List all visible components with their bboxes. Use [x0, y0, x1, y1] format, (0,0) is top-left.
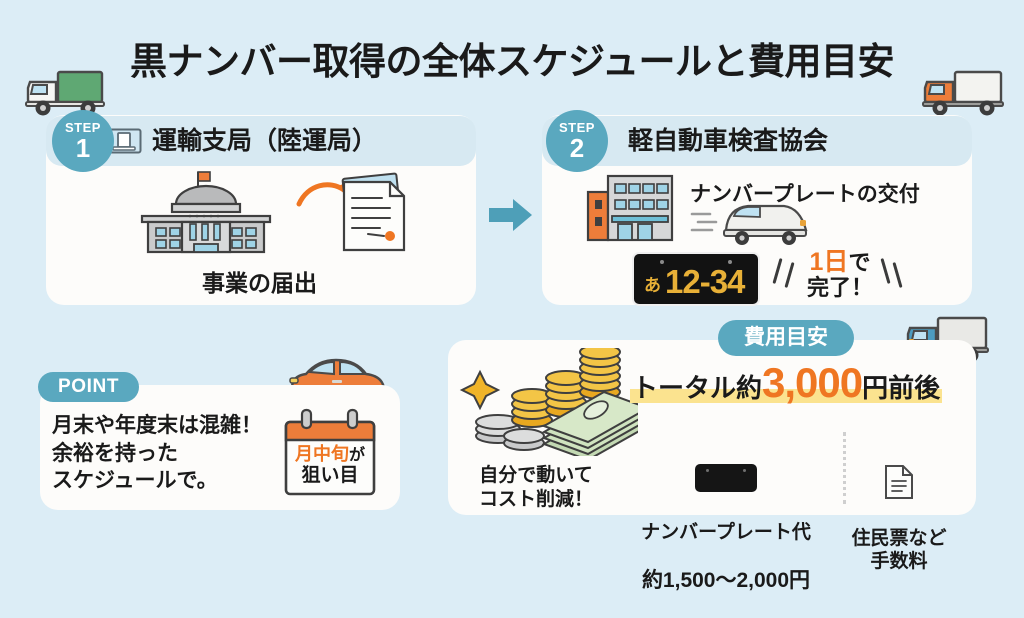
step-flow-arrow-icon	[489, 199, 532, 231]
government-document-icon	[106, 128, 142, 154]
step1-badge-number: 1	[75, 133, 91, 163]
cost-total-prefix: トータル約	[632, 373, 763, 403]
documents-icon	[341, 172, 406, 252]
cost-column-2: ナンバープレート代 約1,500〜2,000円	[616, 440, 836, 618]
step1-caption: 事業の届出	[202, 270, 317, 296]
government-building-icon	[140, 171, 272, 254]
inspection-office-building-icon	[586, 174, 674, 242]
title-row: 黒ナンバー取得の全体スケジュールと費用目安	[0, 26, 1024, 116]
one-day-number: 1日	[809, 248, 849, 276]
calendar-icon: 月中旬が 狙い目	[278, 408, 382, 500]
cost-badge: 費用目安	[718, 320, 854, 356]
cost-column-1: 自分で動いて コスト削減！	[456, 440, 616, 535]
step2-badge-number: 2	[569, 133, 585, 163]
one-day-complete: 完了！	[806, 275, 873, 300]
step1-header-band: 運輸支局（陸運局）	[46, 116, 476, 166]
step2-title: 軽自動車検査協会	[628, 126, 829, 155]
one-day-suffix: で	[848, 250, 871, 275]
step2-badge: STEP 2	[546, 110, 608, 172]
cost-column-2-amount: 約1,500〜2,000円	[641, 569, 811, 592]
step1-badge-word: STEP	[65, 120, 101, 135]
cost-total: トータル約3,000円前後	[630, 359, 943, 406]
step2-sub-label: ナンバープレートの交付	[690, 183, 920, 206]
license-plate: あ 12-34	[632, 252, 760, 306]
point-text: 月末や年度末は混雑！ 余裕を持った スケジュールで。	[52, 414, 262, 493]
one-day-note: 1日で 完了！	[790, 248, 890, 301]
cost-column-divider	[843, 432, 846, 504]
infographic-root: 黒ナンバー取得の全体スケジュールと費用目安 運輸支局（陸運局） STEP 1	[0, 26, 1024, 592]
calendar-highlight: 月中旬	[294, 444, 349, 464]
cost-column-3: 住民票など 手数料	[836, 440, 962, 598]
page-title: 黒ナンバー取得の全体スケジュールと費用目安	[130, 40, 894, 82]
cost-column-1-text: 自分で動いて コスト削減！	[478, 464, 593, 510]
license-plate-number: 12-34	[665, 263, 745, 300]
license-plate-small-icon	[695, 463, 757, 492]
calendar-suffix: が	[348, 447, 365, 464]
step1-badge: STEP 1	[52, 110, 114, 172]
cost-column-2-text: ナンバープレート代	[641, 521, 811, 543]
truck-orange-icon	[922, 70, 1004, 116]
delivery-van-icon	[690, 204, 808, 245]
money-stack-icon	[459, 348, 638, 456]
cost-columns: 自分で動いて コスト削減！ ナンバープレート代 約1,500〜2,000円 住民…	[448, 440, 976, 592]
license-plate-kana: あ	[644, 276, 661, 295]
cost-total-amount: 3,000	[762, 359, 863, 406]
truck-green-icon	[25, 70, 105, 116]
point-badge: POINT	[38, 372, 140, 402]
cost-column-3-text: 住民票など 手数料	[851, 527, 947, 573]
document-icon	[885, 464, 913, 499]
cost-total-suffix: 円前後	[862, 373, 941, 403]
step2-header-band: 軽自動車検査協会	[542, 116, 972, 166]
step1-title: 運輸支局（陸運局）	[152, 126, 378, 155]
step2-badge-word: STEP	[559, 120, 595, 135]
calendar-line2: 狙い目	[301, 465, 359, 487]
